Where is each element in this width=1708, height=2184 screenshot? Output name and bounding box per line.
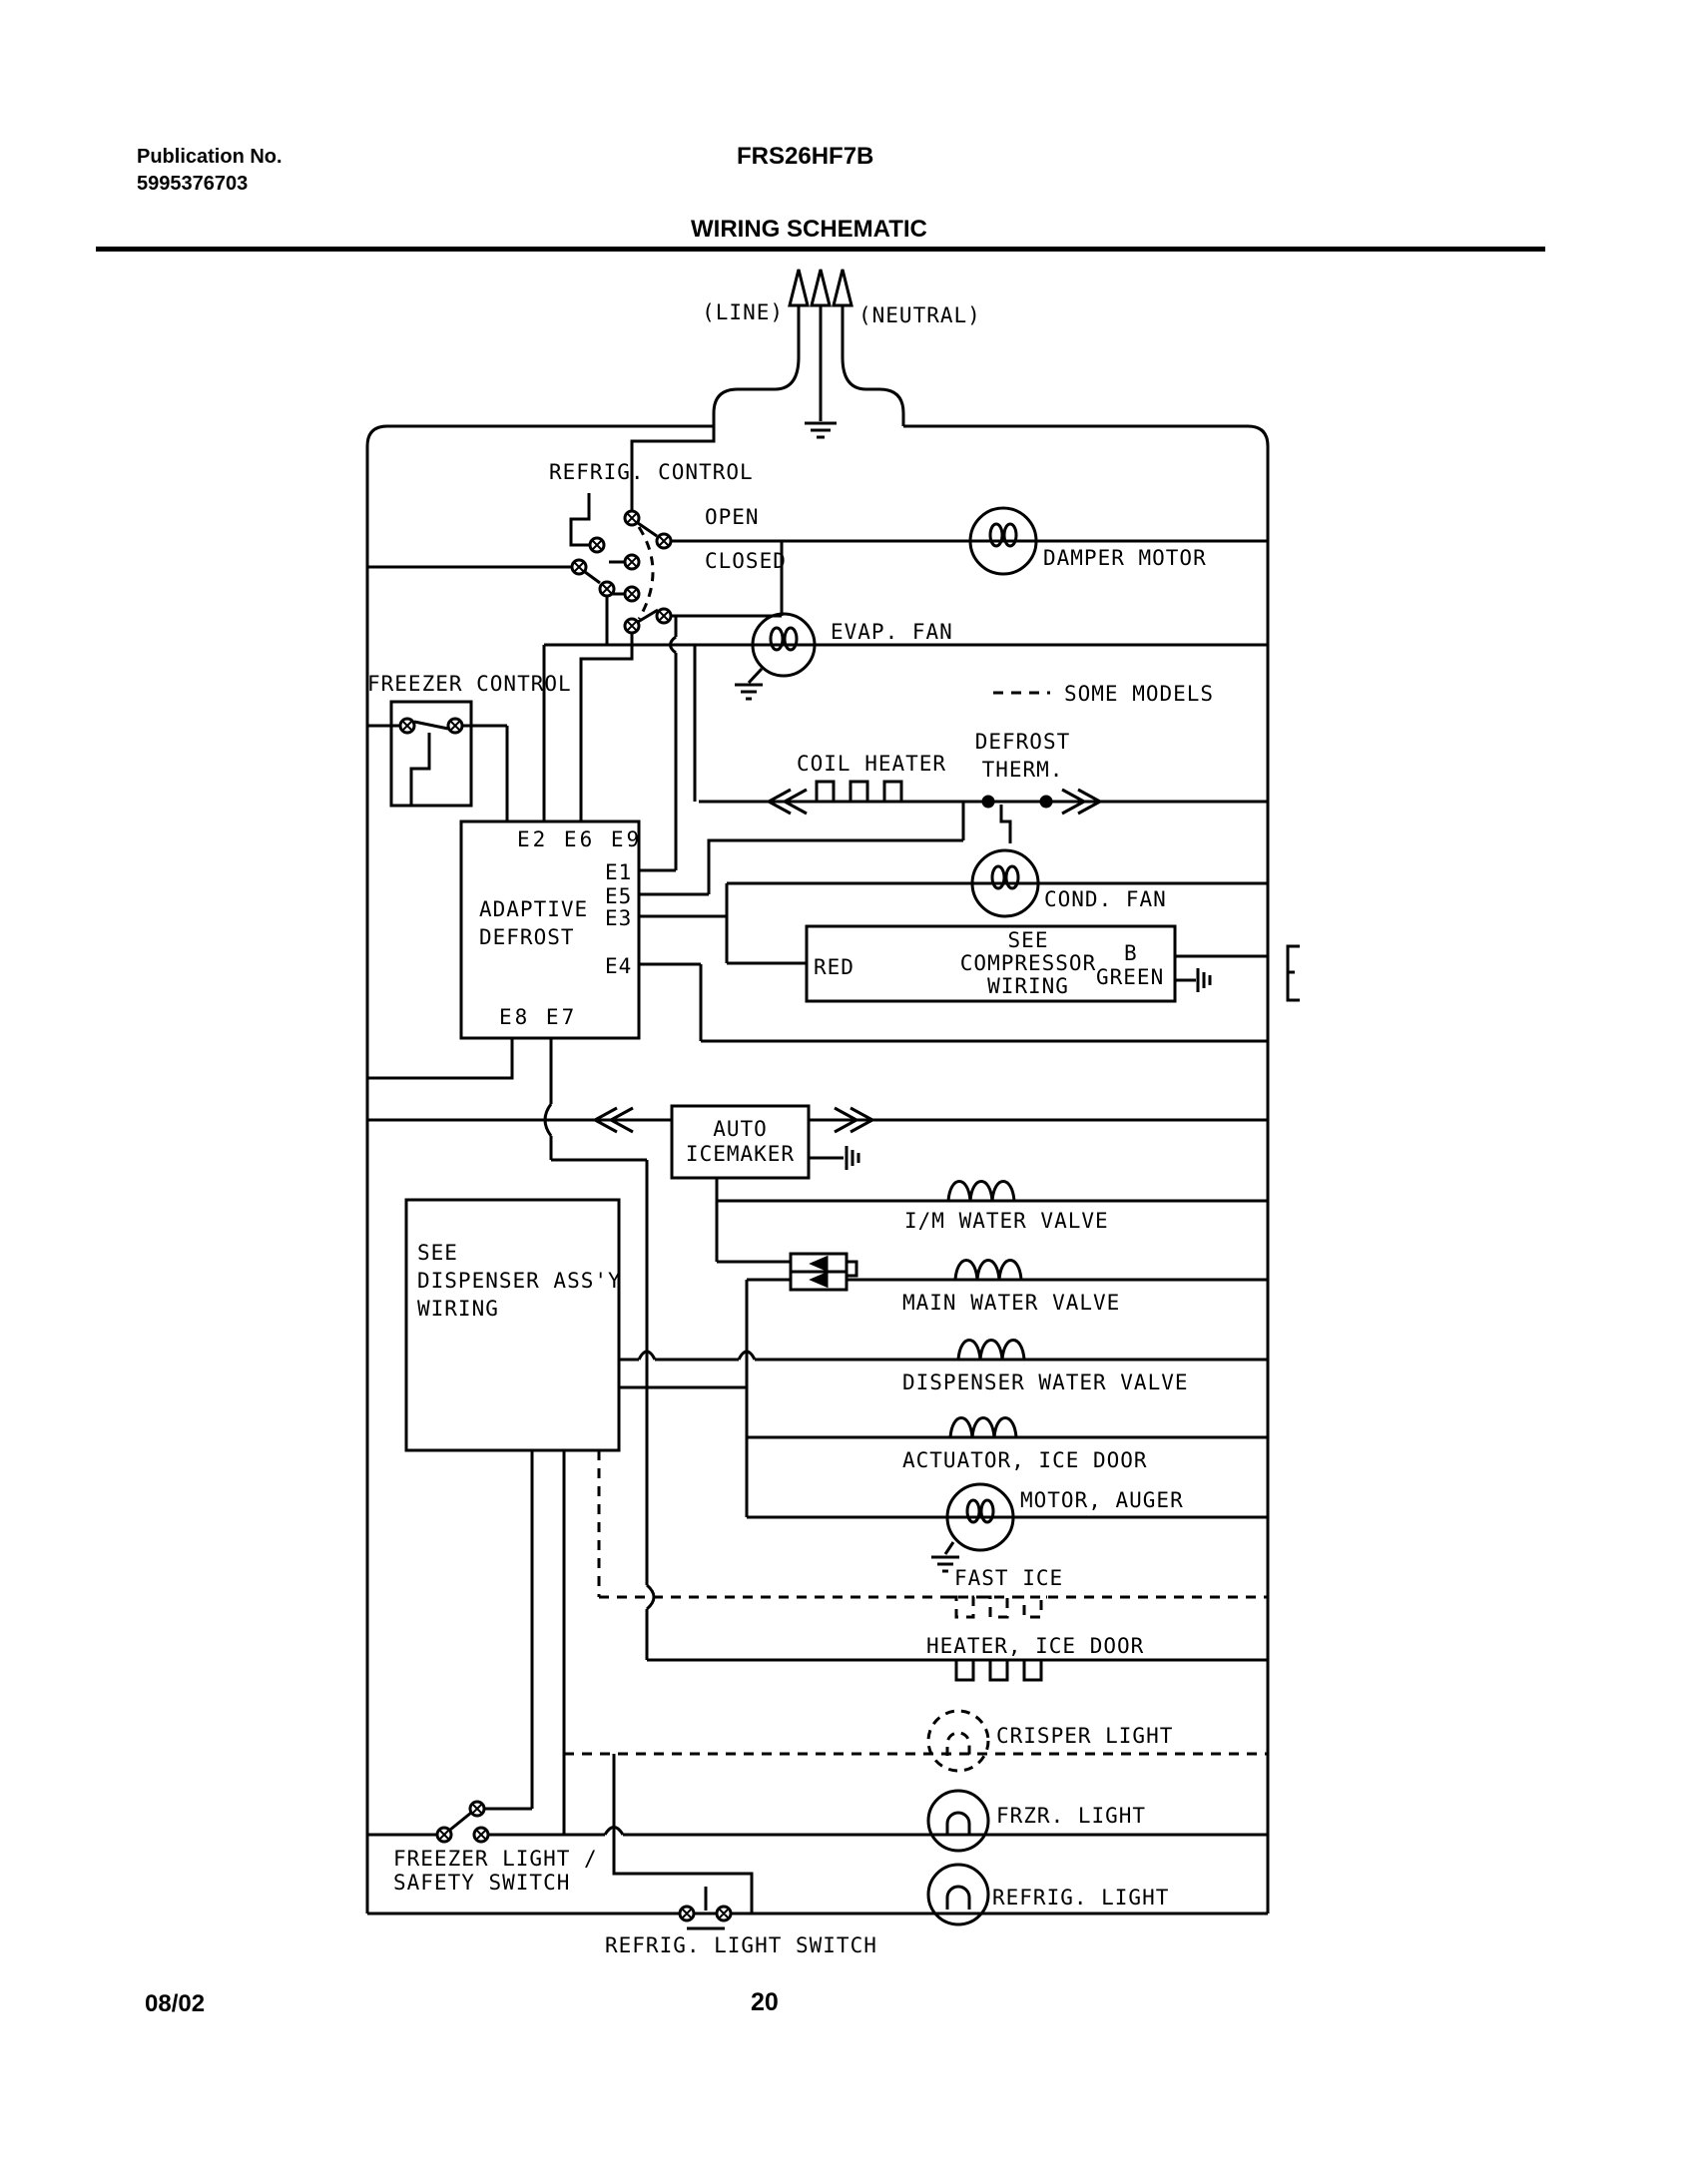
label-refrig-control: REFRIG. CONTROL bbox=[549, 460, 754, 484]
label-red: RED bbox=[814, 955, 854, 979]
label-e-bottom: E8 E7 bbox=[499, 1005, 578, 1029]
model-number: FRS26HF7B bbox=[737, 143, 874, 170]
label-neutral: (NEUTRAL) bbox=[858, 303, 981, 327]
page-title: WIRING SCHEMATIC bbox=[691, 216, 927, 243]
crisper-light-symbol bbox=[926, 1709, 990, 1773]
footer-date: 08/02 bbox=[145, 1990, 206, 2017]
evap-fan-motor-symbol bbox=[751, 612, 817, 678]
switch-terminals bbox=[398, 509, 733, 1922]
label-see-dispenser: SEE DISPENSER ASS'Y WIRING bbox=[417, 1241, 622, 1321]
cond-fan-motor-symbol bbox=[970, 848, 1040, 918]
label-crisper-light: CRISPER LIGHT bbox=[996, 1724, 1174, 1748]
label-heater-ice-door: HEATER, ICE DOOR bbox=[926, 1634, 1145, 1658]
label-some-models: SOME MODELS bbox=[1064, 682, 1215, 706]
label-freezer-light-safety-switch: FREEZER LIGHT / SAFETY SWITCH bbox=[393, 1847, 598, 1896]
coil-heater-resistor bbox=[811, 780, 907, 804]
evap-fan-wire bbox=[542, 643, 1268, 821]
publication-number: Publication No. 5995376703 bbox=[137, 146, 283, 195]
label-closed: CLOSED bbox=[705, 549, 787, 573]
label-refrig-light: REFRIG. LIGHT bbox=[992, 1886, 1170, 1910]
label-cond-fan: COND. FAN bbox=[1044, 887, 1167, 911]
label-actuator-ice-door: ACTUATOR, ICE DOOR bbox=[902, 1448, 1148, 1472]
refrig-light-symbol bbox=[926, 1863, 990, 1926]
label-im-water-valve: I/M WATER VALVE bbox=[904, 1209, 1109, 1233]
label-open: OPEN bbox=[705, 505, 760, 529]
water-valve-wires bbox=[619, 1180, 1268, 1517]
label-refrig-light-switch: REFRIG. LIGHT SWITCH bbox=[605, 1933, 877, 1957]
freezer-control-switch bbox=[367, 700, 509, 821]
label-coil-heater: COIL HEATER bbox=[797, 752, 947, 776]
refrig-light-switch-symbol bbox=[687, 1887, 725, 1930]
label-e3: E3 bbox=[605, 906, 633, 930]
label-e1: E1 bbox=[605, 860, 633, 884]
refrig-control-switch bbox=[367, 426, 784, 821]
power-entry bbox=[712, 269, 905, 439]
label-auto-icemaker: AUTO ICEMAKER bbox=[685, 1117, 796, 1167]
dispenser-box-and-rails bbox=[404, 1198, 754, 1913]
title-rule bbox=[96, 247, 1545, 252]
frzr-light-symbol bbox=[926, 1789, 990, 1853]
compressor-box bbox=[805, 924, 1300, 1003]
label-motor-auger: MOTOR, AUGER bbox=[1020, 1488, 1184, 1512]
label-adaptive-defrost: ADAPTIVE DEFROST bbox=[479, 897, 589, 949]
label-line: (LINE) bbox=[702, 300, 784, 324]
label-b: B bbox=[1124, 941, 1138, 965]
heater-ice-door-wire bbox=[647, 1658, 1268, 1682]
label-see-compressor: SEE COMPRESSOR WIRING bbox=[959, 928, 1097, 999]
label-green: GREEN bbox=[1096, 965, 1165, 989]
label-freezer-control: FREEZER CONTROL bbox=[367, 672, 572, 696]
auto-icemaker bbox=[367, 1104, 1268, 1264]
label-dispenser-water-valve: DISPENSER WATER VALVE bbox=[902, 1370, 1189, 1394]
label-frzr-light: FRZR. LIGHT bbox=[996, 1804, 1147, 1828]
label-e5: E5 bbox=[605, 884, 633, 908]
auger-motor-symbol bbox=[945, 1482, 1015, 1552]
label-main-water-valve: MAIN WATER VALVE bbox=[902, 1291, 1121, 1315]
freezer-light-safety-switch bbox=[367, 1811, 1268, 1837]
label-fast-ice: FAST ICE bbox=[954, 1566, 1064, 1590]
footer-page-number: 20 bbox=[751, 1988, 779, 2016]
damper-motor-symbol bbox=[968, 506, 1038, 576]
label-defrost-therm: DEFROST THERM. bbox=[974, 730, 1071, 782]
label-damper-motor: DAMPER MOTOR bbox=[1043, 546, 1207, 570]
coil-heater-wire bbox=[699, 780, 1268, 843]
label-evap-fan: EVAP. FAN bbox=[831, 620, 953, 644]
label-e-top: E2 E6 E9 bbox=[517, 827, 643, 851]
auger-motor-wire bbox=[747, 1515, 1268, 1573]
main-enclosure-outline bbox=[365, 424, 1270, 1915]
fast-ice-wire bbox=[597, 1450, 1268, 1619]
label-e4: E4 bbox=[605, 954, 633, 978]
